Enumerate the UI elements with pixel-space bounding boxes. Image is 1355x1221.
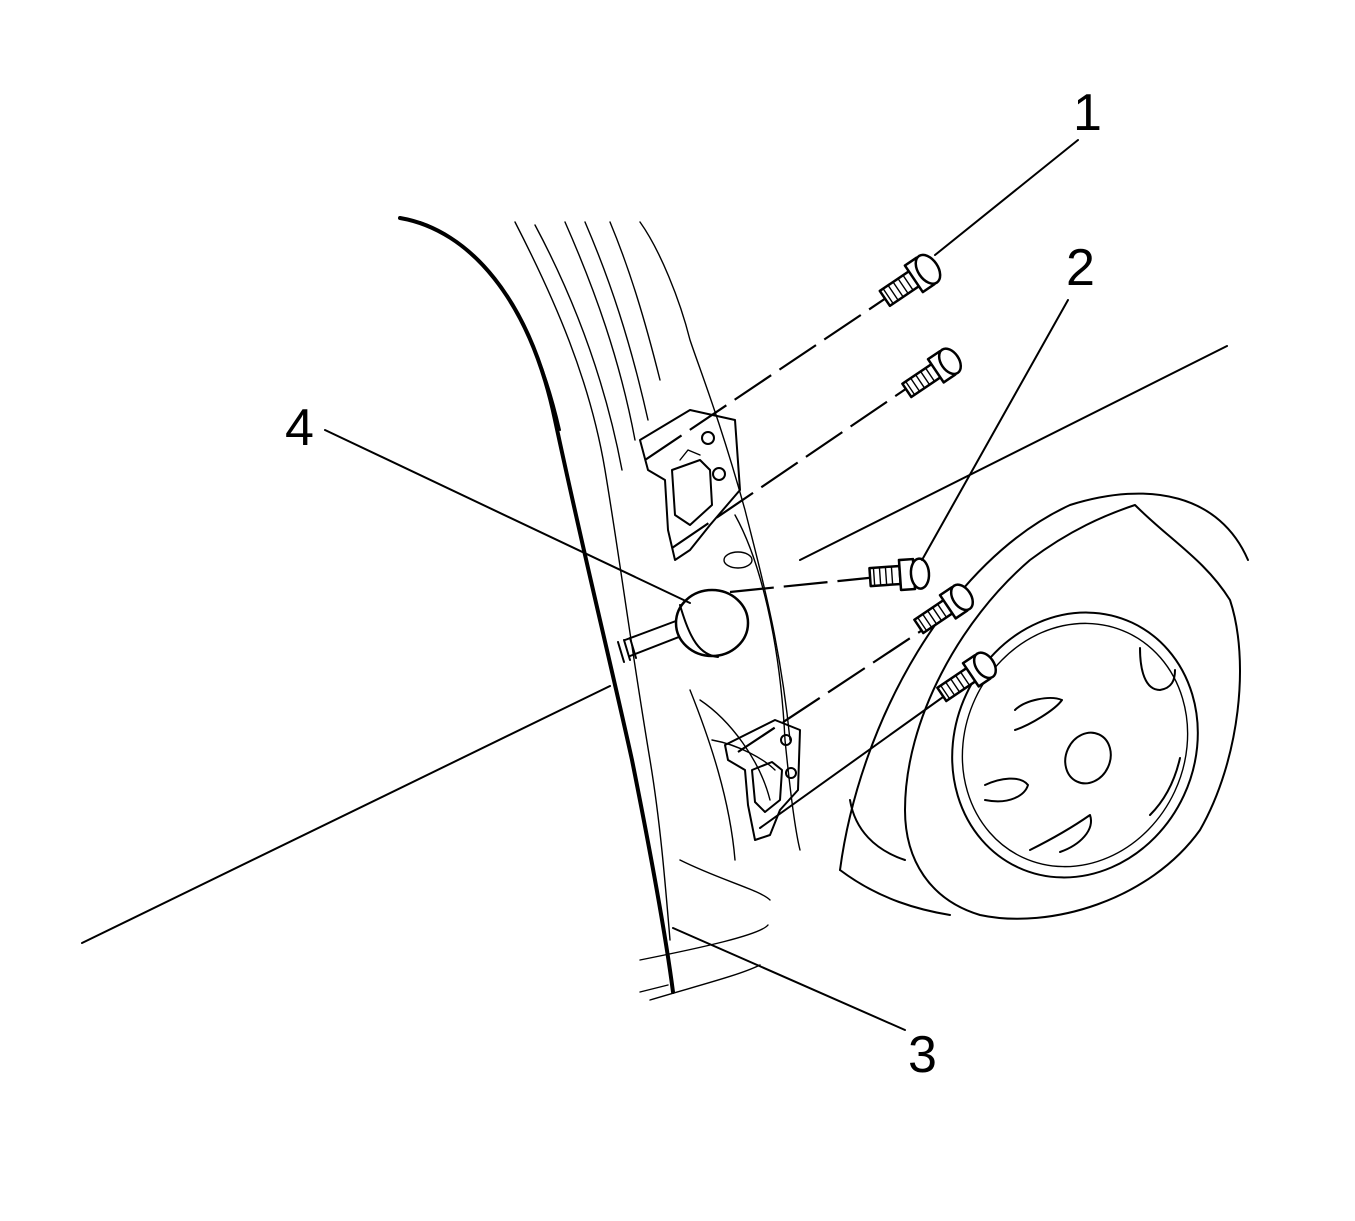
door-check-link bbox=[617, 588, 750, 663]
leader-line-4 bbox=[324, 429, 691, 604]
door-front-edge bbox=[398, 216, 675, 994]
leader-line-3 bbox=[672, 927, 906, 1031]
hubcap-outer bbox=[951, 611, 1199, 879]
hub-spoke bbox=[984, 777, 1029, 803]
hub-spoke bbox=[1029, 814, 1092, 853]
bolt-lower-hinge-upper bbox=[737, 583, 975, 753]
bolt-upper-hinge-lower bbox=[671, 347, 963, 549]
hub-center bbox=[1064, 731, 1112, 785]
hub-spoke bbox=[1139, 647, 1176, 691]
lower-hinge bbox=[724, 719, 801, 841]
door-edge-inner bbox=[419, 221, 561, 431]
leader-line-1 bbox=[934, 139, 1079, 256]
bolt-1 bbox=[644, 253, 942, 461]
body-pillar bbox=[514, 221, 801, 1001]
bolt-2 bbox=[729, 557, 931, 594]
tire bbox=[904, 504, 1241, 920]
hub-spoke bbox=[1149, 757, 1181, 816]
wheel bbox=[839, 492, 1249, 920]
hub-spoke bbox=[1014, 697, 1063, 731]
body-sill-line bbox=[799, 345, 1228, 561]
callout-3: 3 bbox=[908, 1026, 937, 1084]
bolt-lower-hinge-lower bbox=[759, 651, 998, 829]
door-lower-edge-line bbox=[81, 685, 611, 944]
callout-4: 4 bbox=[285, 399, 314, 457]
callout-2: 2 bbox=[1066, 239, 1095, 297]
upper-hinge bbox=[639, 409, 741, 561]
hubcap-inner bbox=[961, 622, 1189, 868]
callout-1: 1 bbox=[1073, 84, 1102, 142]
leader-line-2 bbox=[921, 299, 1069, 561]
